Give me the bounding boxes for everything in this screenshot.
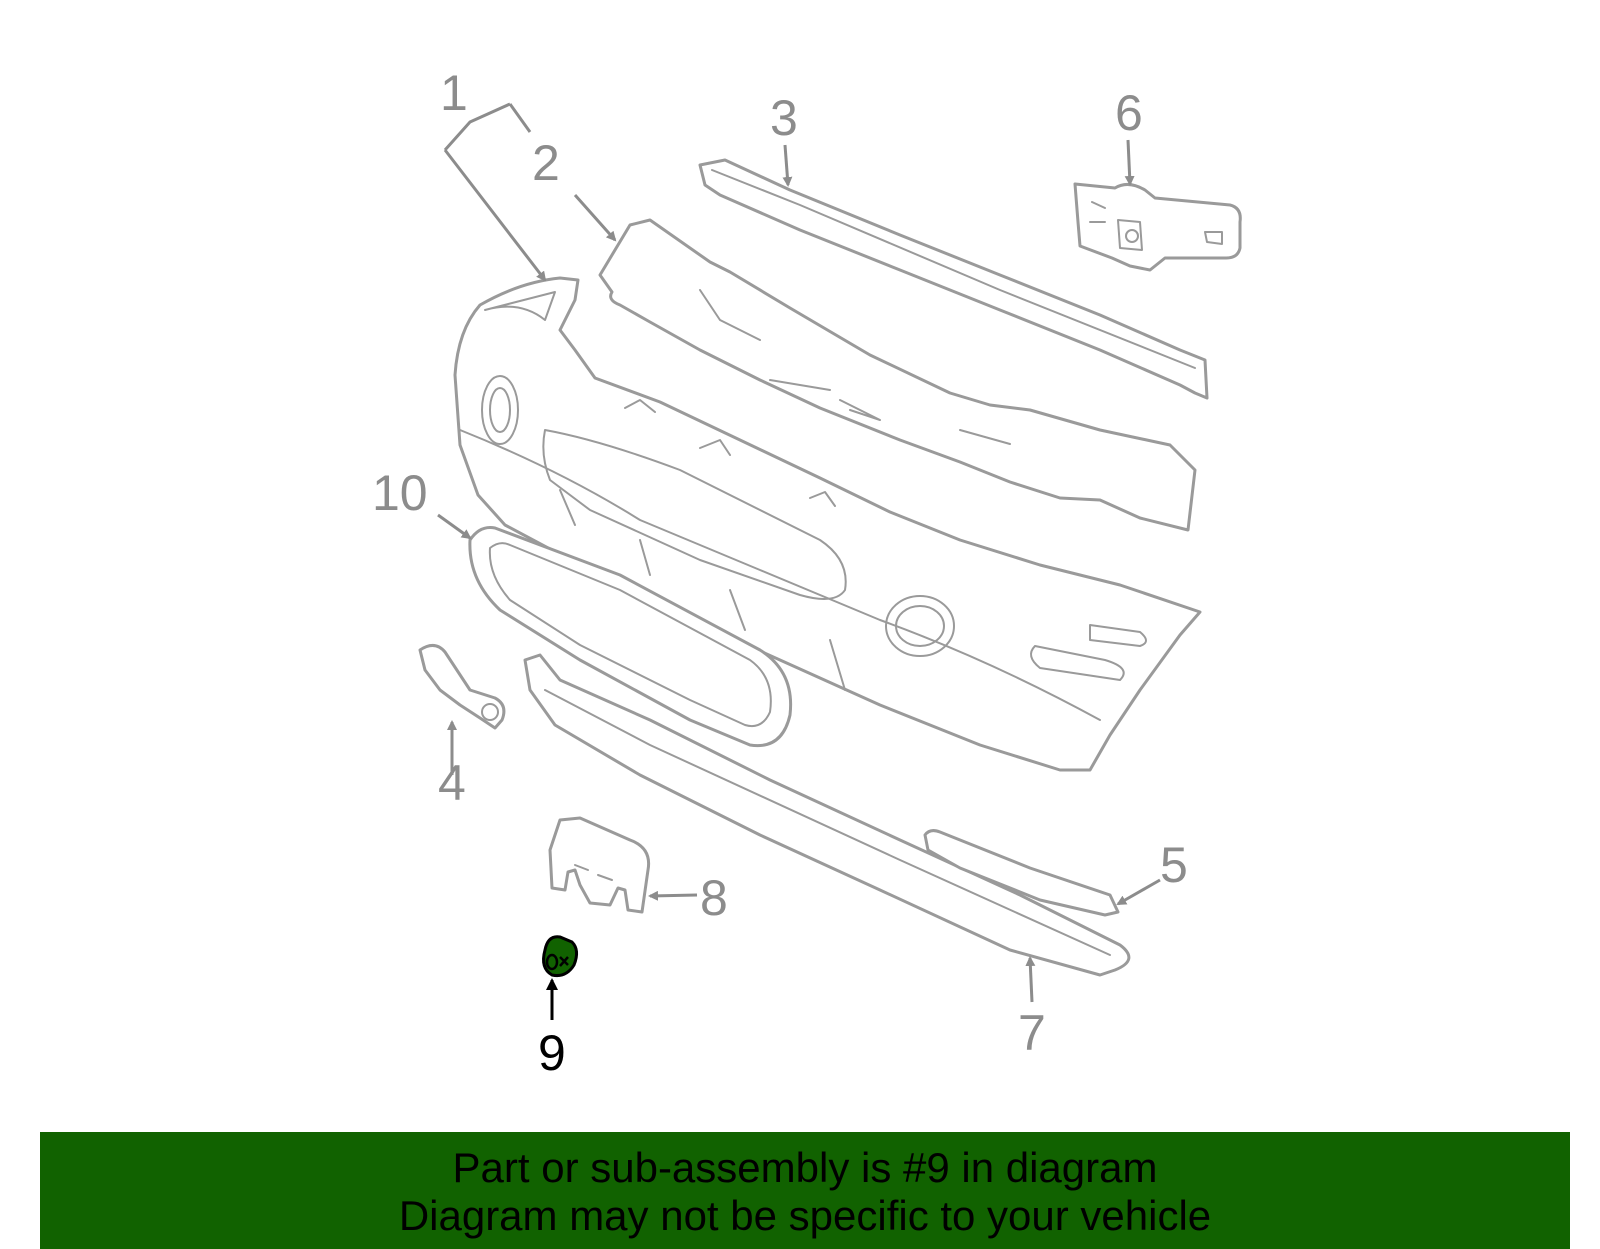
callout-2: 2: [532, 135, 560, 191]
part-2-absorber: [598, 218, 1197, 532]
parts-diagram: 1 2 3 4 5 6 7 8 9 10: [372, 65, 1242, 1081]
part-4-bracket: [418, 644, 506, 730]
callout-6: 6: [1115, 85, 1143, 141]
callout-5: 5: [1160, 837, 1188, 893]
banner-line-disclaimer: Diagram may not be specific to your vehi…: [398, 1192, 1212, 1239]
callout-10: 10: [372, 465, 428, 521]
part-3-reinforcement: [698, 158, 1209, 400]
part-info-banner: Part or sub-assembly is #9 in diagram Di…: [40, 1132, 1570, 1249]
part-6-bracket: [1073, 182, 1242, 272]
callout-9: 9: [538, 1025, 566, 1081]
callout-4: 4: [438, 755, 466, 811]
part-7-valance: [523, 653, 1131, 977]
part-8-bracket: [548, 816, 651, 914]
callout-labels: 1 2 3 4 5 6 7 8 9 10: [372, 65, 1188, 1081]
part-10-grille: [468, 526, 793, 748]
part-5-molding: [923, 829, 1120, 917]
callout-7: 7: [1018, 1005, 1046, 1061]
banner-line-part-number: Part or sub-assembly is #9 in diagram: [452, 1144, 1158, 1191]
leader-lines: [437, 102, 1161, 1020]
part-9-clip: [542, 935, 579, 977]
callout-8: 8: [700, 870, 728, 926]
callout-3: 3: [770, 90, 798, 146]
callout-1: 1: [440, 65, 468, 121]
